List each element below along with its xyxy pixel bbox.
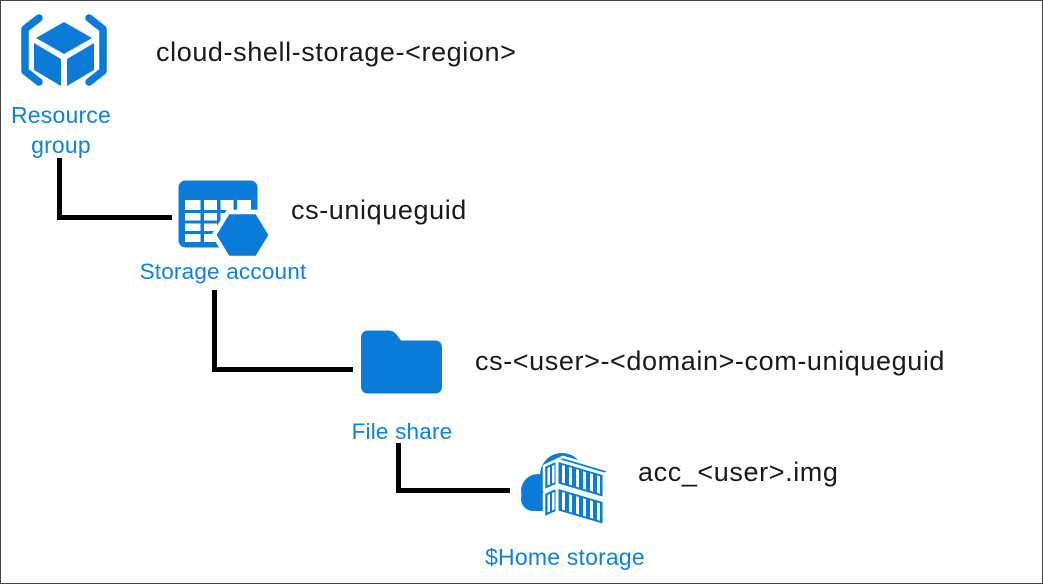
connector-file-share-to-home-storage <box>396 443 510 493</box>
resource-group-name: cloud-shell-storage-<region> <box>156 37 517 67</box>
storage-account-name: cs-uniqueguid <box>291 195 467 225</box>
connector-storage-account-to-file-share <box>212 290 353 372</box>
connector-resource-group-to-storage-account <box>57 158 172 220</box>
home-storage-name: acc_<user>.img <box>638 457 839 487</box>
storage-account-label: Storage account <box>139 259 307 284</box>
home-storage-icon <box>521 453 612 527</box>
resource-group-label: Resource group <box>10 102 112 158</box>
file-share-label: File share <box>351 419 453 444</box>
storage-account-icon <box>178 180 273 261</box>
file-share-name: cs-<user>-<domain>-com-uniqueguid <box>475 346 946 376</box>
file-share-icon <box>361 330 442 394</box>
resource-group-icon <box>21 14 107 86</box>
home-storage-label: $Home storage <box>485 544 645 570</box>
